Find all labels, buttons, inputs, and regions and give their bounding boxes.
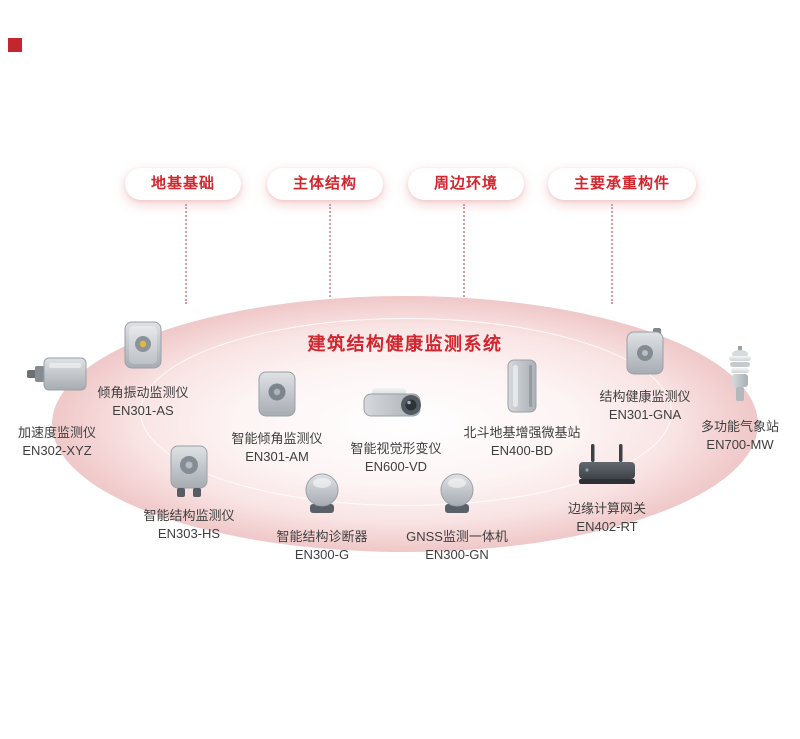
gnss-monitor-icon: [433, 468, 481, 516]
device-model: EN402-RT: [576, 519, 638, 534]
device-name: GNSS监测一体机: [406, 529, 508, 544]
connector-line: [329, 204, 331, 304]
tilt-vibration-sensor-icon: [120, 320, 166, 372]
device-name: 智能倾角监测仪: [231, 431, 323, 446]
device-name: 加速度监测仪: [17, 425, 96, 440]
device-model: EN303-HS: [157, 526, 221, 541]
category-badge-surroundings: 周边环境: [408, 168, 525, 200]
category-badge-foundation: 地基基础: [125, 168, 242, 200]
device-model: EN300-GN: [425, 547, 489, 562]
device-en700-mw: 多功能气象站 EN700-MW: [670, 346, 800, 454]
connector-line: [463, 204, 465, 304]
category-badge-main-structure: 主体结构: [267, 168, 384, 200]
device-en302-xyz: 加速度监测仪 EN302-XYZ: [0, 352, 127, 460]
corner-marker-icon: [8, 38, 22, 52]
device-model: EN700-MW: [706, 437, 774, 452]
device-model: EN301-GNA: [608, 407, 682, 422]
device-model: EN600-VD: [364, 459, 428, 474]
device-en301-am: 智能倾角监测仪 EN301-AM: [207, 370, 347, 466]
device-model: EN300-G: [294, 547, 350, 562]
device-model: EN400-BD: [490, 443, 554, 458]
device-en600-vd: 智能视觉形变仪 EN600-VD: [326, 384, 466, 476]
category-badge-load-bearing: 主要承重构件: [548, 168, 697, 200]
system-ellipse-inner-ring: [140, 318, 672, 506]
device-model: EN301-AS: [112, 403, 174, 418]
device-en300-gn: GNSS监测一体机 EN300-GN: [387, 468, 527, 564]
device-name: 结构健康监测仪: [599, 389, 691, 404]
connector-line: [611, 204, 613, 304]
device-name: 智能结构诊断器: [276, 529, 368, 544]
base-station-icon: [503, 358, 541, 414]
tilt-sensor-icon: [254, 370, 300, 420]
device-name: 北斗地基增强微基站: [463, 425, 581, 440]
device-en400-bd: 北斗地基增强微基站 EN400-BD: [452, 358, 592, 460]
structure-diagnoser-icon: [298, 468, 346, 516]
weather-station-icon: [719, 346, 761, 402]
device-model: EN302-XYZ: [22, 443, 92, 458]
device-name: 多功能气象站: [700, 419, 779, 434]
edge-gateway-icon: [575, 442, 639, 490]
device-en303-hs: 智能结构监测仪 EN303-HS: [119, 444, 259, 543]
device-en301-gna: 结构健康监测仪 EN301-GNA: [575, 328, 715, 424]
accelerometer-icon: [25, 352, 89, 398]
vision-camera-icon: [362, 384, 430, 422]
device-name: 智能结构监测仪: [143, 508, 235, 523]
device-en300-g: 智能结构诊断器 EN300-G: [252, 468, 392, 564]
device-name: 倾角振动监测仪: [97, 385, 189, 400]
connector-line: [185, 204, 187, 304]
structure-health-sensor-icon: [623, 328, 667, 378]
diagram-title: 建筑结构健康监测系统: [307, 334, 503, 354]
device-en301-as: 倾角振动监测仪 EN301-AS: [73, 320, 213, 420]
device-name: 边缘计算网关: [567, 501, 646, 516]
device-model: EN301-AM: [245, 449, 309, 464]
device-name: 智能视觉形变仪: [350, 441, 442, 456]
structure-monitor-icon: [165, 444, 213, 498]
device-en402-rt: 边缘计算网关 EN402-RT: [537, 442, 677, 536]
